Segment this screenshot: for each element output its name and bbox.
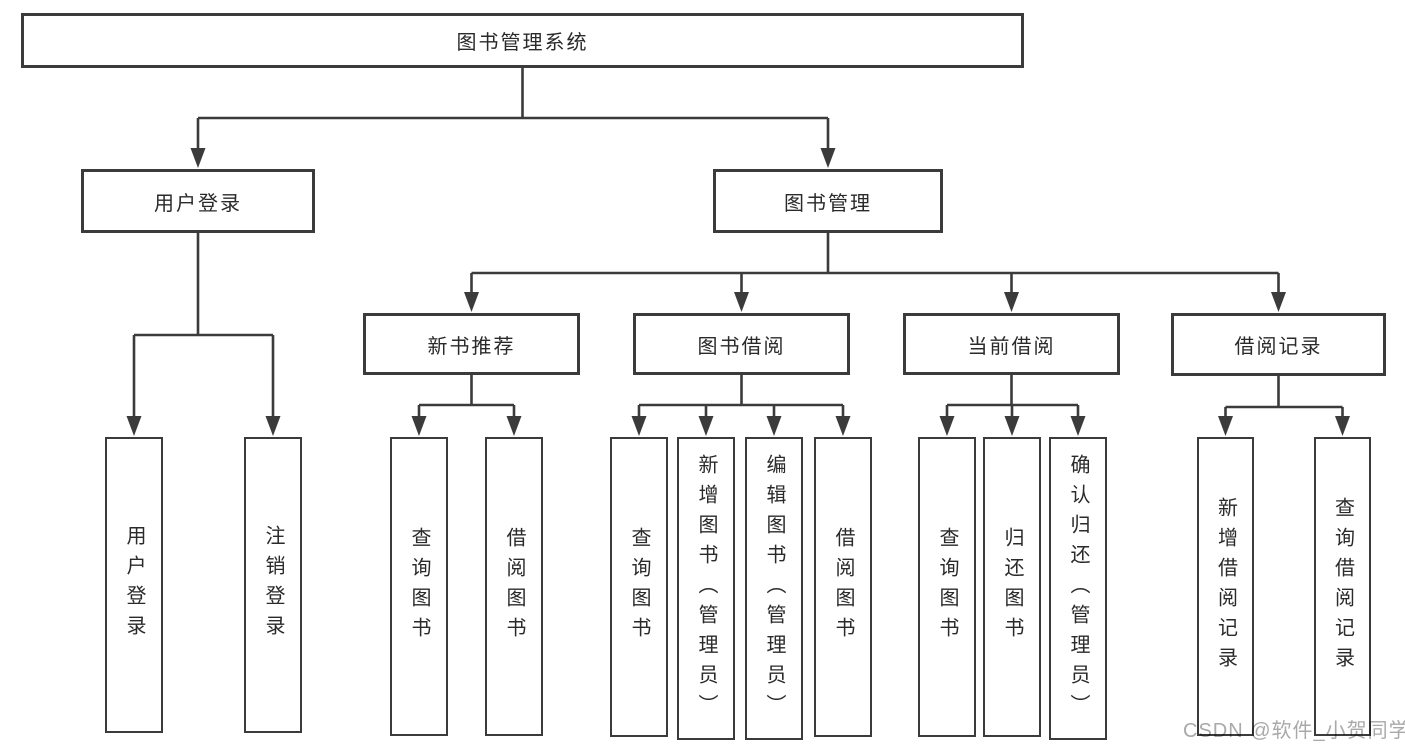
node-leaf-cb-return-books: 归还图书 <box>983 437 1041 737</box>
connector-user-login-split <box>132 233 275 418</box>
arrowhead-book-mgmt <box>820 148 836 168</box>
arrowhead-book-borrow <box>734 292 749 312</box>
node-book-management: 图书管理 <box>713 169 943 233</box>
connector-new-books-split <box>417 375 516 418</box>
node-leaf-br-query-record: 查询借阅记录 <box>1314 437 1371 736</box>
node-user-login: 用户登录 <box>81 169 315 233</box>
arrowhead-logout-leaf <box>265 416 281 436</box>
csdn-watermark: CSDN @软件_小贺同学 <box>1183 720 1405 742</box>
arrowhead-bb-edit <box>766 416 782 436</box>
node-leaf-bb-query-books: 查询图书 <box>610 437 668 737</box>
node-leaf-cb-confirm-return-admin: 确认归还（管理员） <box>1049 437 1107 740</box>
node-leaf-bb-edit-books-admin: 编辑图书（管理员） <box>745 437 803 740</box>
arrowhead-br-add <box>1218 416 1233 436</box>
arrowhead-nb-query <box>411 416 427 436</box>
node-root: 图书管理系统 <box>21 13 1024 68</box>
connector-book-borrow-split <box>637 375 845 418</box>
node-leaf-bb-borrow-books: 借阅图书 <box>814 437 872 737</box>
node-current-borrow: 当前借阅 <box>903 313 1120 375</box>
node-leaf-bb-add-books-admin: 新增图书（管理员） <box>677 437 735 740</box>
arrowhead-br-query <box>1335 416 1350 436</box>
node-book-borrow: 图书借阅 <box>633 313 850 375</box>
node-borrow-records: 借阅记录 <box>1171 313 1386 376</box>
node-new-book-recommend: 新书推荐 <box>363 313 580 375</box>
connector-root-split <box>196 68 830 150</box>
connector-book-mgmt-split <box>470 233 1280 294</box>
node-leaf-nb-query-books: 查询图书 <box>390 437 448 736</box>
arrowhead-nb-borrow <box>506 416 522 436</box>
arrowhead-bb-query <box>631 416 647 436</box>
node-leaf-nb-borrow-books: 借阅图书 <box>485 437 543 736</box>
node-leaf-user-login: 用户登录 <box>105 437 163 733</box>
arrowhead-login-leaf <box>126 416 142 436</box>
connector-current-borrow-split <box>945 375 1080 418</box>
arrowhead-borrow-records <box>1271 292 1286 312</box>
arrowhead-cb-confirm <box>1070 416 1086 436</box>
arrowhead-current-borrow <box>1004 292 1019 312</box>
connector-borrow-records-split <box>1224 375 1344 418</box>
arrowhead-bb-borrow <box>835 416 851 436</box>
node-leaf-br-add-record: 新增借阅记录 <box>1197 437 1254 736</box>
arrowhead-user-login <box>190 148 206 168</box>
arrowhead-new-books <box>464 292 479 312</box>
arrowhead-bb-add <box>698 416 714 436</box>
arrowhead-cb-query <box>939 416 955 436</box>
node-leaf-cb-query-books: 查询图书 <box>918 437 976 737</box>
node-leaf-logout: 注销登录 <box>244 437 302 733</box>
arrowhead-cb-return <box>1004 416 1020 436</box>
